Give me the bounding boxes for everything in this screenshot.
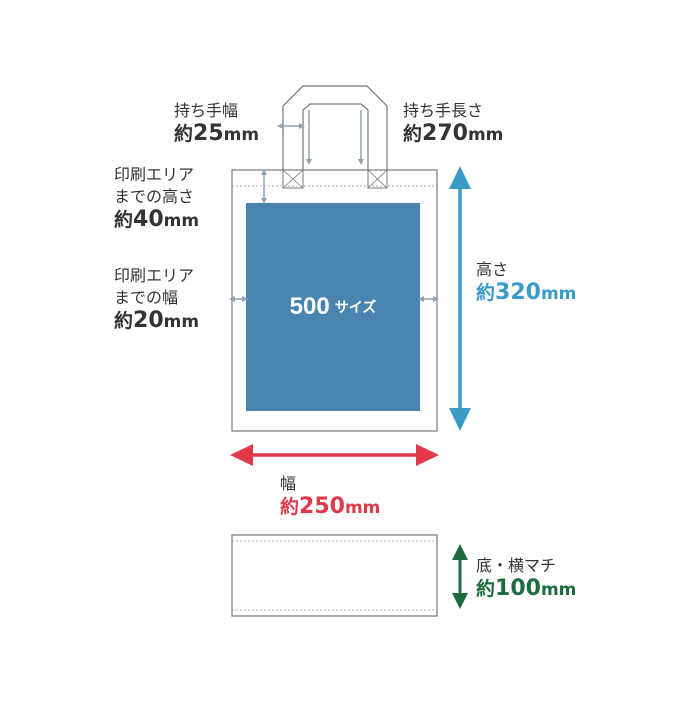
handle-width-label: 持ち手幅 約25mm — [174, 100, 259, 147]
handle-width-title: 持ち手幅 — [174, 101, 239, 120]
print-size-number: 500 — [289, 293, 330, 320]
handle-length-title: 持ち手長さ — [403, 101, 484, 120]
print-side-margin-title-1: 印刷エリア — [114, 266, 195, 285]
height-title: 高さ — [476, 260, 509, 279]
print-area — [246, 203, 420, 411]
print-top-margin-title-1: 印刷エリア — [114, 165, 195, 184]
handle-stitch-left — [282, 169, 304, 189]
gusset-title: 底・横マチ — [476, 556, 557, 575]
handle-stitch-right — [367, 169, 388, 189]
handle-length-value: 約270mm — [403, 121, 504, 146]
print-side-margin-value: 約20mm — [114, 308, 200, 333]
handle-width-value: 約25mm — [174, 121, 260, 146]
width-title: 幅 — [280, 474, 297, 493]
width-arrow — [230, 444, 439, 466]
height-value: 約320mm — [476, 280, 577, 305]
gusset-value: 約100mm — [476, 576, 577, 601]
handle-length-label: 持ち手長さ 約270mm — [403, 100, 503, 147]
print-top-margin-title-2: までの高さ — [114, 187, 195, 206]
gusset-outline — [231, 534, 438, 617]
width-label: 幅 約250mm — [280, 473, 380, 520]
print-side-margin-title-2: までの幅 — [114, 288, 179, 307]
height-label: 高さ 約320mm — [476, 259, 576, 306]
print-size-suffix: サイズ — [334, 299, 377, 315]
bag-handle — [282, 85, 388, 189]
gusset-arrow — [452, 544, 468, 609]
print-area-size-label: 500 サイズ — [246, 203, 420, 411]
height-arrow — [449, 166, 471, 431]
width-value: 約250mm — [280, 494, 381, 519]
gusset-label: 底・横マチ 約100mm — [476, 555, 576, 602]
print-top-margin-label: 印刷エリア までの高さ 約40mm — [114, 164, 199, 233]
print-side-margin-label: 印刷エリア までの幅 約20mm — [114, 265, 199, 334]
print-top-margin-value: 約40mm — [114, 207, 200, 232]
